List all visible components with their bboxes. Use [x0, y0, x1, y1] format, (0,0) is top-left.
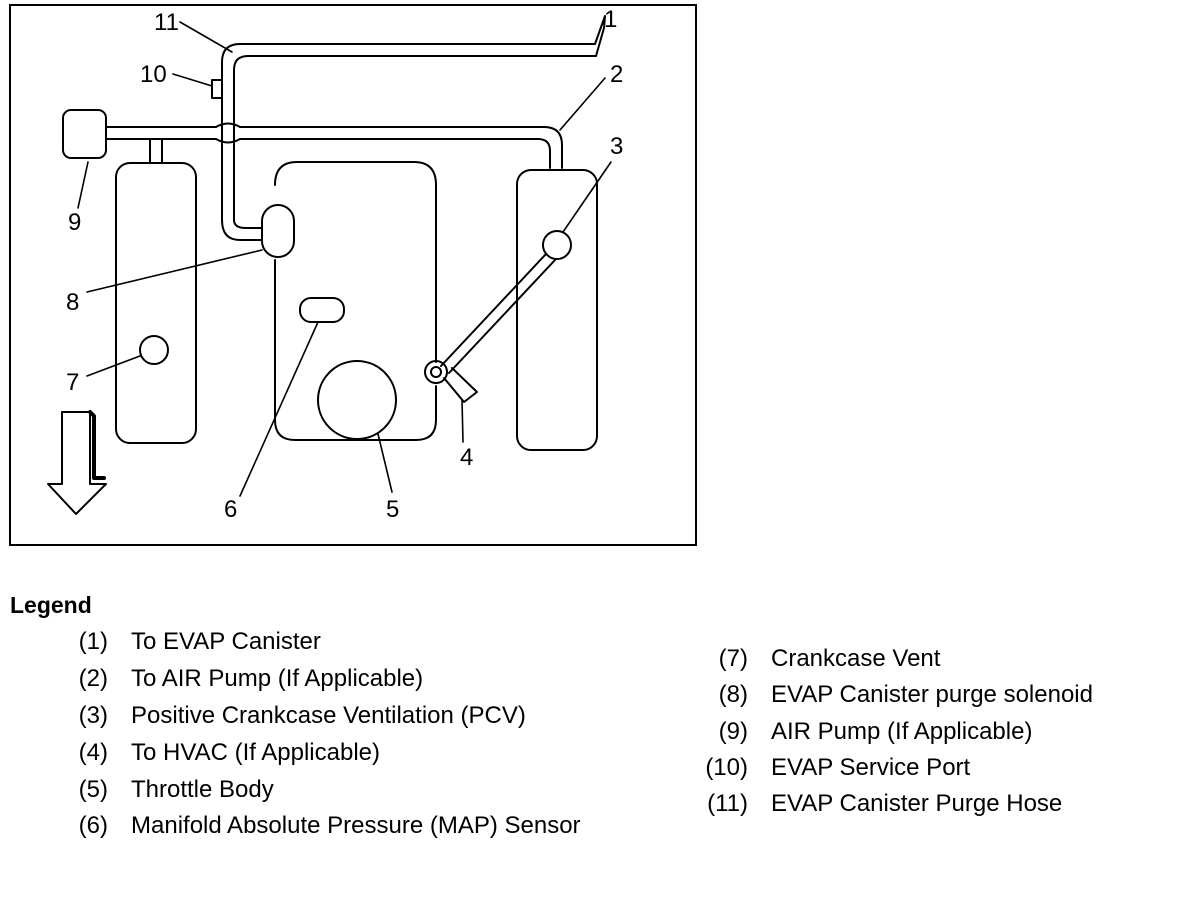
callout-6: 6 — [224, 496, 237, 523]
callout-3: 3 — [610, 133, 623, 160]
crankcase-vent — [139, 335, 169, 365]
legend-item-text: Manifold Absolute Pressure (MAP) Sensor — [131, 812, 581, 839]
callout-8: 8 — [66, 289, 79, 316]
legend-item: (11) EVAP Canister Purge Hose — [688, 790, 1178, 820]
legend-title: Legend — [10, 592, 92, 618]
legend-item-number: (10) — [705, 754, 748, 781]
legend-item: (6) Manifold Absolute Pressure (MAP) Sen… — [48, 812, 688, 842]
intake-plenum — [274, 161, 437, 441]
legend-item-text: EVAP Service Port — [771, 754, 971, 781]
callout-9: 9 — [68, 209, 81, 236]
air-pump-hose — [105, 126, 563, 169]
legend-item-text: EVAP Canister purge solenoid — [771, 681, 1093, 708]
evap-purge-hose — [221, 43, 596, 221]
map-sensor — [299, 297, 345, 323]
legend-item-number: (6) — [78, 812, 108, 839]
legend-item-number: (7) — [718, 645, 748, 672]
left-cylinder-bank — [115, 162, 197, 444]
legend-item-number: (11) — [707, 790, 748, 817]
evap-purge-solenoid — [261, 204, 295, 258]
air-pump — [62, 109, 107, 159]
callout-11: 11 — [154, 9, 179, 36]
legend-item: (5) Throttle Body — [48, 776, 688, 806]
legend-item: (3) Positive Crankcase Ventilation (PCV) — [48, 702, 688, 732]
callout-4: 4 — [460, 444, 473, 471]
legend-item-text: AIR Pump (If Applicable) — [771, 718, 1033, 745]
pcv-valve — [542, 230, 572, 260]
callout-1: 1 — [604, 6, 617, 33]
legend-item-number: (5) — [78, 776, 108, 803]
callout-5: 5 — [386, 496, 399, 523]
hvac-fitting — [443, 367, 478, 403]
legend-item: (4) To HVAC (If Applicable) — [48, 739, 688, 769]
callout-2: 2 — [610, 61, 623, 88]
legend-item-text: Crankcase Vent — [771, 645, 941, 672]
legend-item: (2) To AIR Pump (If Applicable) — [48, 665, 688, 695]
legend-item: (7) Crankcase Vent — [688, 645, 1178, 675]
legend-item-number: (1) — [78, 628, 108, 655]
front-arrow — [47, 411, 107, 515]
legend-item: (8) EVAP Canister purge solenoid — [688, 681, 1178, 711]
legend-item-number: (2) — [78, 665, 108, 692]
legend-item: (1) To EVAP Canister — [48, 628, 688, 658]
callout-7: 7 — [66, 369, 79, 396]
pcv-hose — [440, 253, 556, 374]
legend-item-number: (4) — [78, 739, 108, 766]
legend-item-number: (8) — [718, 681, 748, 708]
legend-item-text: To HVAC (If Applicable) — [131, 739, 380, 766]
right-cylinder-bank — [516, 169, 598, 451]
throttle-body — [317, 360, 397, 440]
legend-item-text: Throttle Body — [131, 776, 274, 803]
legend-item-number: (9) — [718, 718, 748, 745]
pcv-port — [424, 360, 448, 384]
legend-item-number: (3) — [78, 702, 108, 729]
legend-item-text: To AIR Pump (If Applicable) — [131, 665, 424, 692]
legend-item-text: To EVAP Canister — [131, 628, 321, 655]
callout-10: 10 — [140, 61, 167, 88]
legend-item: (9) AIR Pump (If Applicable) — [688, 718, 1178, 748]
vacuum-hose-diagram: 1 2 3 4 5 6 7 8 9 10 11 — [9, 4, 697, 546]
legend-item-text: EVAP Canister Purge Hose — [771, 790, 1063, 817]
evap-service-port — [211, 79, 223, 99]
diagram-frame — [9, 4, 697, 546]
legend-item: (10) EVAP Service Port — [688, 754, 1178, 784]
legend-item-text: Positive Crankcase Ventilation (PCV) — [131, 702, 526, 729]
